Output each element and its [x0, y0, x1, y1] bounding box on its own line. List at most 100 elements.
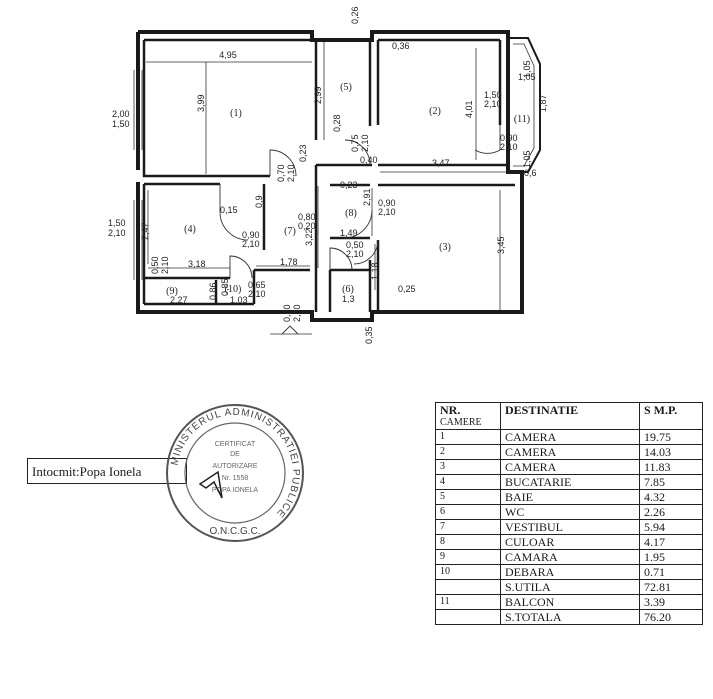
dim-text: 0,50 [282, 304, 292, 322]
table-cell-val: 4.32 [639, 489, 703, 505]
dim-text: 1,05 [518, 72, 536, 82]
table-cell-dest: WC [500, 504, 640, 520]
dim-text: 2,10 [292, 304, 302, 322]
floor-plan: (1) (2) (3) (4) (5) (6) (7) (8) (9) (10)… [108, 6, 548, 344]
stamp-inner-ring [184, 422, 286, 524]
dim-text: 1,3 [342, 294, 355, 304]
dim-text: 3,45 [496, 236, 506, 254]
table-cell-nr: 11 [435, 594, 501, 610]
dim-text: 0,23 [340, 180, 358, 190]
dim-text: 2,10 [360, 134, 370, 152]
room-label-1: (1) [230, 108, 242, 119]
col-header-smp: S M.P. [639, 402, 703, 430]
dim-text: 2,91 [362, 188, 372, 206]
official-stamp: MINISTERUL ADMINISTRATIEI PUBLICE O.N.C.… [166, 404, 304, 542]
windows [133, 70, 143, 280]
author-label: Intocmit:Popa Ionela [27, 458, 187, 484]
dim-text: 2,99 [313, 86, 323, 104]
room-label-3: (3) [439, 242, 451, 253]
dim-text: 0,90 [242, 230, 260, 240]
stamp-outer-ring [166, 404, 304, 542]
stamp-inner-text: AUTORIZARE [213, 463, 258, 470]
dim-text: 2,10 [378, 207, 396, 217]
table-cell-nr [435, 579, 501, 595]
table-cell-dest: CAMARA [500, 549, 640, 565]
table-cell-dest: CULOAR [500, 534, 640, 550]
table-cell-dest: VESTIBUL [500, 519, 640, 535]
dim-text: 0,28 [332, 114, 342, 132]
dim-text: 4,95 [219, 50, 237, 60]
dim-text: 0,40 [360, 155, 378, 165]
dim-text: 1,49 [340, 228, 358, 238]
dim-text: 3,99 [196, 94, 206, 112]
table-cell-val: 2.26 [639, 504, 703, 520]
dim-text: 2,10 [484, 99, 502, 109]
dim-text: 2,10 [248, 289, 266, 299]
table-cell-nr: 3 [435, 459, 501, 475]
interior-walls [142, 38, 515, 312]
dim-text: 2,10 [108, 228, 126, 238]
table-cell-val: 3.39 [639, 594, 703, 610]
dim-text: 0,80 [298, 212, 316, 222]
dim-text: 2,00 [112, 109, 130, 119]
dim-text: 1,78 [280, 257, 298, 267]
dim-text: 1,87 [538, 94, 548, 112]
table-cell-dest: CAMERA [500, 444, 640, 460]
table-cell-nr: 10 [435, 564, 501, 580]
table-cell-dest: S.UTILA [500, 579, 640, 595]
table-cell-val: 11.83 [639, 459, 703, 475]
table-cell-dest: DEBARA [500, 564, 640, 580]
table-cell-val: 4.17 [639, 534, 703, 550]
table-cell-nr: 2 [435, 444, 501, 460]
dim-text: 0,50 [346, 240, 364, 250]
stamp-bottom-text: O.N.C.G.C. [209, 526, 260, 537]
table-header-row: NR.CAMERE DESTINATIE S M.P. [435, 402, 703, 430]
table-cell-val: 7.85 [639, 474, 703, 490]
stamp-inner-text: DE [230, 451, 240, 458]
dim-text: 0,15 [220, 205, 238, 215]
room-label-11: (11) [514, 114, 530, 125]
dim-text: 3,47 [432, 158, 450, 168]
room-label-4: (4) [184, 224, 196, 235]
dim-text: 0,6 [524, 168, 537, 178]
dim-text: 0,90 [500, 133, 518, 143]
col-header-destinatie: DESTINATIE [500, 402, 640, 430]
dim-text: 0,20 [298, 221, 316, 231]
table-cell-val: 19.75 [639, 429, 703, 445]
dim-text: 0,25 [398, 284, 416, 294]
room-label-7: (7) [284, 226, 296, 237]
col-header-nr: NR.CAMERE [435, 402, 501, 430]
room-label-5: (5) [340, 82, 352, 93]
table-cell-nr: 1 [435, 429, 501, 445]
dim-text: 0,35 [364, 326, 374, 344]
dim-text: 1,05 [522, 150, 532, 168]
dim-text: 2,47 [140, 222, 150, 240]
table-cell-val: 1.95 [639, 549, 703, 565]
dim-text: 2,10 [160, 256, 170, 274]
table-cell-nr: 9 [435, 549, 501, 565]
dim-text: 0,90 [378, 198, 396, 208]
dim-text: 1,18 [370, 262, 380, 280]
dim-text: 0,50 [150, 256, 160, 274]
signature-mark [198, 470, 223, 499]
table-cell-val: 14.03 [639, 444, 703, 460]
table-cell-val: 72.81 [639, 579, 703, 595]
room-label-2: (2) [429, 106, 441, 117]
room-label-10: (10) [225, 284, 242, 295]
table-cell-dest: BAIE [500, 489, 640, 505]
dim-text: 1,50 [112, 119, 130, 129]
room-label-6: (6) [342, 284, 354, 295]
dim-text: 2,10 [500, 142, 518, 152]
dimension-lines [146, 42, 506, 310]
